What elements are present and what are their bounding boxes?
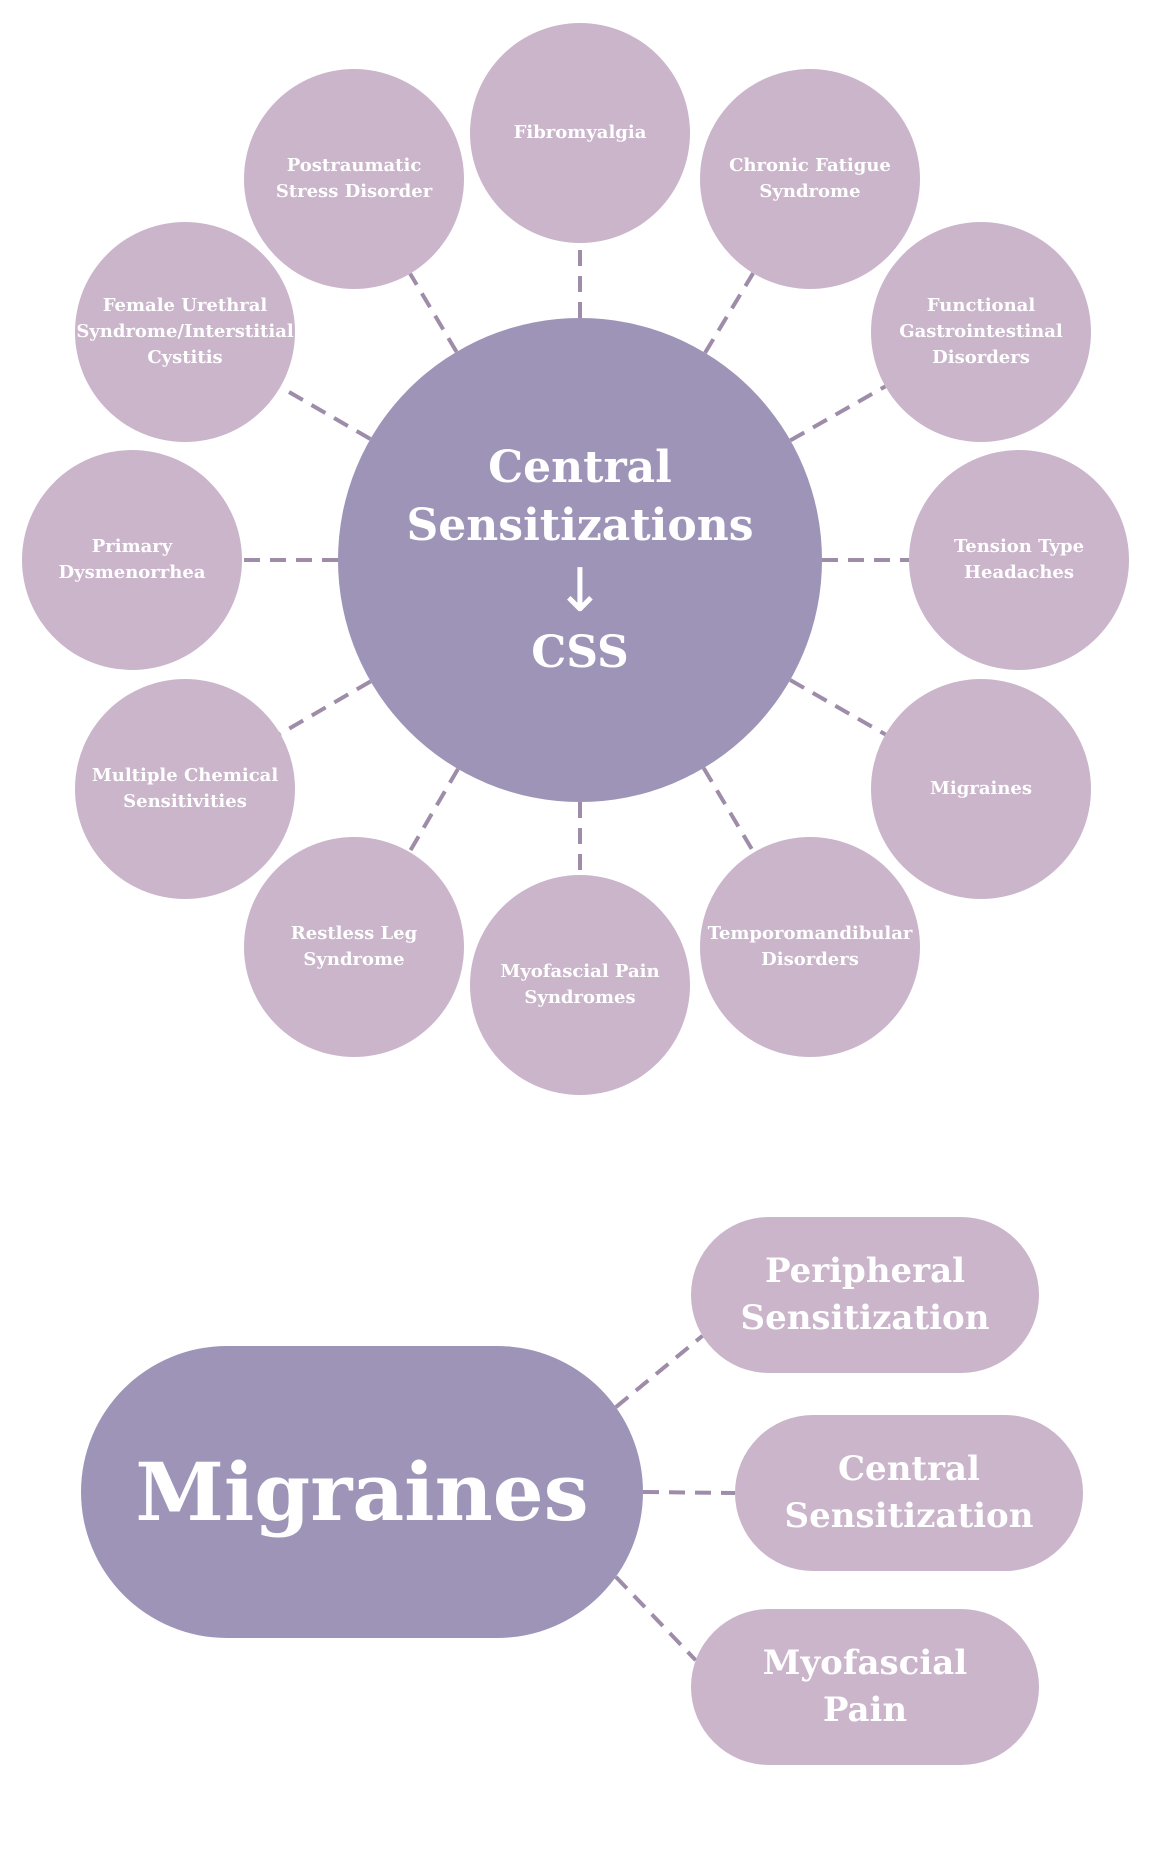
satellite-primary-dysmenorrhea: Primary Dysmenorrhea	[22, 450, 242, 670]
satellite-temporomandibular-disorders: Temporomandibular Disorders	[700, 837, 920, 1057]
connector-line	[408, 272, 459, 353]
main-node-label: Migraines	[135, 1445, 589, 1539]
satellite-fibromyalgia: Fibromyalgia	[470, 23, 690, 243]
satellite-multiple-chemical-sensitivities: Multiple Chemical Sensitivities	[75, 679, 295, 899]
satellite-myofascial-pain-syndromes: Myofascial Pain Syndromes	[470, 875, 690, 1095]
connector-line	[614, 1575, 698, 1662]
satellite-functional-gastrointestinal-disorders: Functional Gastrointestinal Disorders	[871, 222, 1091, 442]
down-arrow-icon: ↓	[554, 556, 606, 626]
connector-line	[701, 767, 756, 854]
satellite-postraumatic-stress-disorder: Postraumatic Stress Disorder	[244, 69, 464, 289]
branch-myofascial-pain: Myofascial Pain	[691, 1609, 1039, 1765]
satellite-tension-type-headaches: Tension Type Headaches	[909, 450, 1129, 670]
top-connectors	[242, 243, 909, 875]
hub-title: Central Sensitizations	[406, 442, 754, 551]
hub-abbreviation: CSS	[531, 627, 629, 678]
connector-line	[614, 1334, 704, 1409]
connector-line	[279, 385, 372, 441]
satellite-chronic-fatigue-syndrome: Chronic Fatigue Syndrome	[700, 69, 920, 289]
branch-peripheral-sensitization: Peripheral Sensitization	[691, 1217, 1039, 1373]
connector-line	[703, 272, 755, 354]
satellite-migraines: Migraines	[871, 679, 1091, 899]
satellite-female-urethral-syndrome: Female Urethral Syndrome/Interstitial Cy…	[75, 222, 295, 442]
connector-line	[642, 1490, 736, 1495]
connector-line	[789, 384, 887, 443]
css-hub-node: Central Sensitizations ↓ CSS	[338, 318, 822, 802]
connector-line	[279, 679, 372, 736]
branch-central-sensitization: Central Sensitization	[735, 1415, 1083, 1571]
connector-line	[407, 767, 460, 854]
satellite-restless-leg-syndrome: Restless Leg Syndrome	[244, 837, 464, 1057]
migraines-main-node: Migraines	[81, 1346, 643, 1638]
connector-line	[789, 678, 887, 737]
bottom-connectors	[614, 1334, 736, 1662]
